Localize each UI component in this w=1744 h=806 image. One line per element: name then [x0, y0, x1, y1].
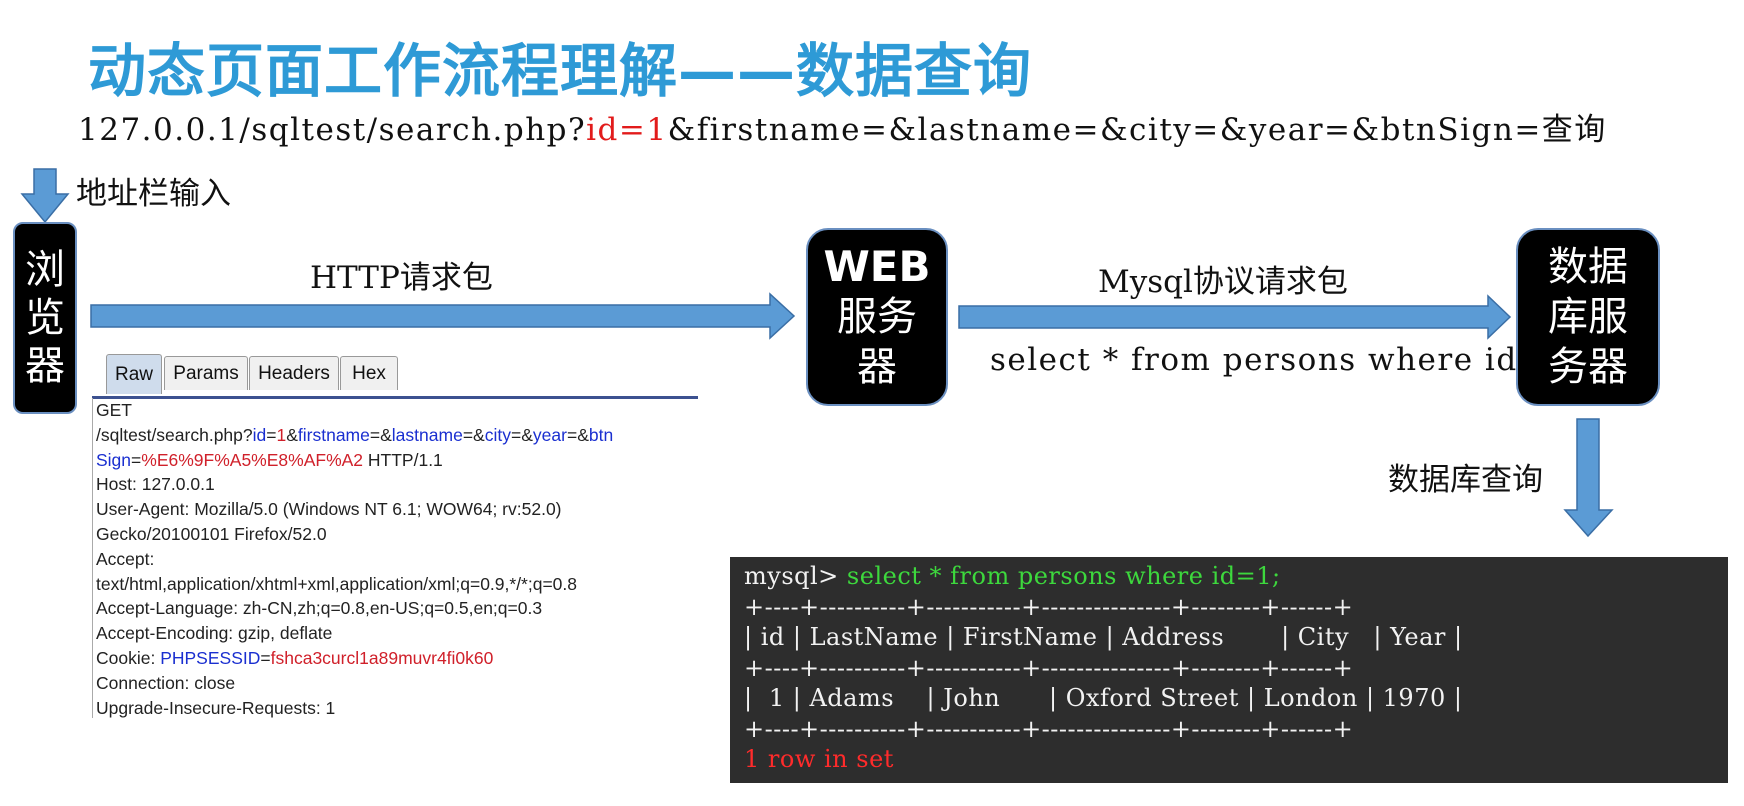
req-eq: =: [369, 424, 381, 445]
tab-raw[interactable]: Raw: [106, 354, 162, 394]
address-bar-arrow-icon: [20, 168, 70, 224]
req-amp: &: [286, 424, 298, 445]
terminal-result: 1 row in set: [744, 745, 894, 773]
web-server-label-web: WEB: [823, 242, 931, 291]
terminal-prompt: mysql>: [744, 562, 847, 590]
sql-text: select * from persons where id=: [990, 342, 1546, 378]
req-cookie-key: PHPSESSID: [160, 647, 261, 668]
db-server-label-2: 库服: [1548, 294, 1628, 340]
mysql-arrow-icon: [958, 294, 1512, 340]
browser-label-3: 器: [25, 343, 65, 389]
db-query-label: 数据库查询: [1388, 462, 1543, 498]
url-line: 127.0.0.1/sqltest/search.php?id=1&firstn…: [78, 104, 1607, 149]
url-part2: &firstname=&lastname=&city=&year=&btnSig…: [667, 112, 1607, 148]
web-server-label-3: 器: [857, 344, 897, 390]
browser-label-1: 浏: [25, 247, 65, 293]
burp-request-body: GET /sqltest/search.php?id=1&firstname=&…: [92, 398, 702, 718]
req-amp: &: [380, 424, 392, 445]
db-query-arrow-icon: [1563, 418, 1614, 538]
req-eq: =: [510, 424, 522, 445]
req-param-lastname: lastname: [391, 424, 463, 445]
req-accept-encoding: Accept-Encoding: gzip, deflate: [96, 623, 333, 644]
req-cookie-label: Cookie:: [96, 647, 161, 668]
web-server-label-2: 服务: [837, 294, 917, 340]
req-connection: Connection: close: [96, 672, 236, 693]
burp-tab-bar: Raw Params Headers Hex: [92, 352, 698, 399]
http-request-label: HTTP请求包: [310, 260, 493, 296]
req-param-sign: Sign: [96, 449, 132, 470]
req-path: /sqltest/search.php?id=1&firstname=&last…: [96, 423, 702, 448]
terminal-border-mid: +----+----------+-----------+-----------…: [744, 653, 1354, 682]
page-title: 动态页面工作流程理解——数据查询: [88, 37, 1033, 105]
db-server-box: 数据 库服 务器: [1516, 228, 1660, 406]
http-arrow-icon: [90, 292, 796, 340]
terminal-data-row: | 1 | Adams | John | Oxford Street | Lon…: [744, 684, 1463, 712]
req-user-agent: User-Agent: Mozilla/5.0 (Windows NT 6.1;…: [96, 499, 562, 520]
req-amp: &: [521, 424, 533, 445]
terminal-border-top: +----+----------+-----------+-----------…: [744, 592, 1354, 621]
terminal-command-line: mysql> select * from persons where id=1;: [744, 561, 1728, 592]
browser-box: 浏 览 器: [13, 222, 77, 414]
terminal-header-row: | id | LastName | FirstName | Address | …: [744, 623, 1463, 651]
db-server-label-3: 务器: [1548, 344, 1628, 390]
req-param-btn: btn: [588, 424, 614, 445]
req-amp: &: [473, 424, 485, 445]
req-param-year: year: [532, 424, 567, 445]
db-server-label-1: 数据: [1548, 244, 1628, 290]
req-accept-language: Accept-Language: zh-CN,zh;q=0.8,en-US;q=…: [96, 598, 543, 619]
req-cookie-value: fshca3curcl1a89muvr4fi0k60: [270, 647, 494, 668]
req-accept-cont: text/html,application/xhtml+xml,applicat…: [96, 573, 578, 594]
req-user-agent-cont: Gecko/20100101 Firefox/52.0: [96, 523, 327, 544]
req-accept: Accept:: [96, 548, 155, 569]
tab-params[interactable]: Params: [164, 356, 248, 390]
req-param-city: city: [484, 424, 511, 445]
browser-label-2: 览: [25, 295, 65, 341]
req-eq: =: [266, 424, 277, 445]
burp-request-panel: Raw Params Headers Hex GET /sqltest/sear…: [92, 352, 698, 718]
req-eq: =: [566, 424, 578, 445]
web-server-box: WEB 服务 器: [806, 228, 948, 406]
req-eq: =: [260, 647, 271, 668]
req-eq: =: [131, 449, 142, 470]
req-upgrade: Upgrade-Insecure-Requests: 1: [96, 697, 336, 718]
terminal-command: select * from persons where id=1;: [846, 562, 1281, 590]
req-method: GET: [96, 400, 132, 420]
url-part1: 127.0.0.1/sqltest/search.php?: [78, 112, 587, 148]
req-cookie: Cookie: PHPSESSID=fshca3curcl1a89muvr4fi…: [96, 646, 702, 671]
req-param-id: id: [252, 424, 267, 445]
req-value-id: 1: [276, 424, 287, 445]
url-id-highlight: id=1: [586, 112, 668, 148]
tab-hex[interactable]: Hex: [340, 356, 398, 390]
mysql-terminal: mysql> select * from persons where id=1;…: [730, 557, 1728, 783]
req-eq: =: [462, 424, 474, 445]
address-bar-label: 地址栏输入: [76, 176, 231, 212]
req-host: Host: 127.0.0.1: [96, 474, 215, 495]
req-param-firstname: firstname: [297, 424, 370, 445]
req-path-cont: Sign=%E6%9F%A5%E8%AF%A2 HTTP/1.1: [96, 448, 702, 473]
mysql-request-label: Mysql协议请求包: [1098, 264, 1348, 300]
req-path-base: /sqltest/search.php?: [96, 424, 253, 445]
sql-statement-label: select * from persons where id=1: [990, 342, 1566, 378]
tab-headers[interactable]: Headers: [249, 356, 339, 390]
terminal-border-bottom: +----+----------+-----------+-----------…: [744, 714, 1354, 743]
req-protocol: HTTP/1.1: [363, 449, 443, 470]
req-value-sign: %E6%9F%A5%E8%AF%A2: [141, 449, 364, 470]
req-amp: &: [577, 424, 589, 445]
